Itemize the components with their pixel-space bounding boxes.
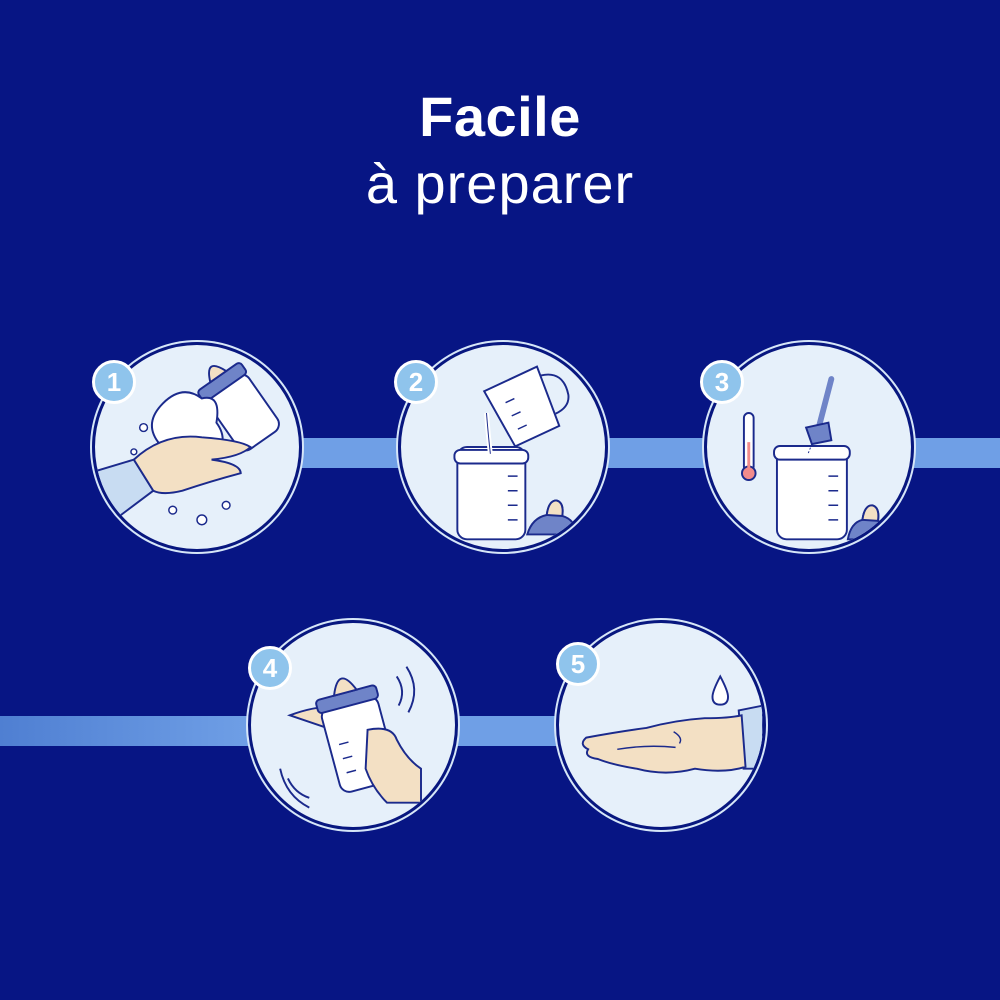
connector-3-edge bbox=[910, 438, 1000, 468]
step-1-badge: 1 bbox=[92, 360, 136, 404]
step-3-badge: 3 bbox=[700, 360, 744, 404]
title: Facile à preparer bbox=[0, 82, 1000, 216]
pour-water-into-bottle-icon bbox=[453, 365, 577, 541]
connector-2-3 bbox=[604, 438, 708, 468]
step-2-badge: 2 bbox=[394, 360, 438, 404]
connector-1-2 bbox=[298, 438, 400, 468]
title-line-2: à preparer bbox=[365, 152, 635, 215]
test-drop-on-wrist-icon bbox=[581, 674, 763, 774]
title-line-1: Facile bbox=[419, 85, 581, 148]
shake-bottle-icon bbox=[279, 666, 422, 809]
step-5-badge: 5 bbox=[556, 642, 600, 686]
connector-4-5 bbox=[454, 716, 560, 746]
step-4-badge: 4 bbox=[248, 646, 292, 690]
connector-edge-4 bbox=[0, 716, 252, 746]
step-5 bbox=[556, 620, 766, 830]
